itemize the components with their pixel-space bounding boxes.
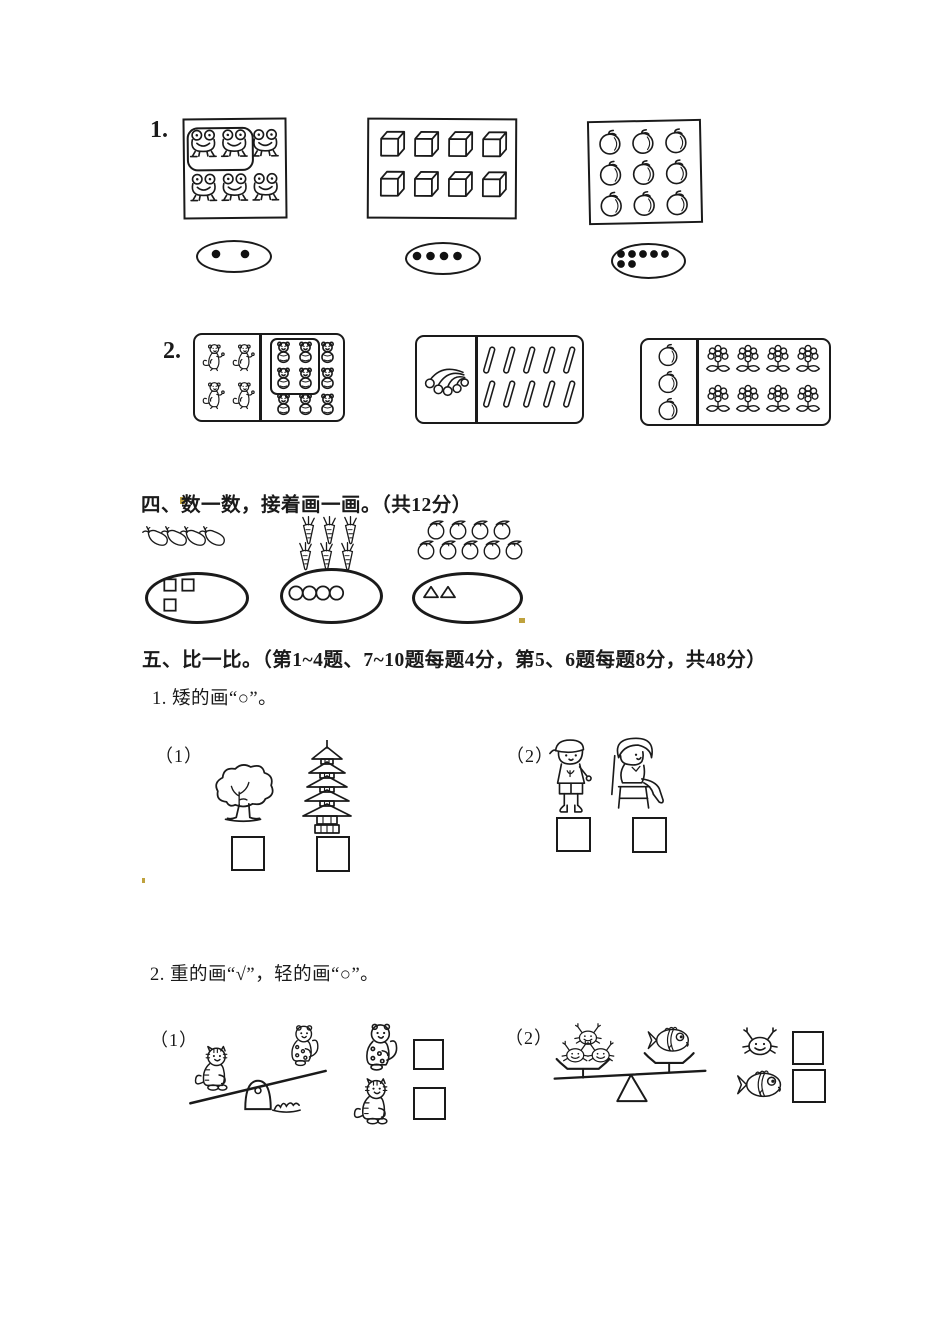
peach-grid — [417, 520, 523, 560]
scan-artifact-mark — [519, 618, 525, 623]
carrot-grid — [299, 515, 357, 571]
pagoda-icon — [302, 740, 352, 834]
balance-scale-scene — [553, 1023, 707, 1103]
q2-pair2-label: （2） — [505, 1028, 553, 1048]
item1-number: 1. — [150, 117, 168, 143]
answer-box-leopard[interactable] — [413, 1039, 444, 1070]
tiger-answer-drawing — [353, 1078, 388, 1125]
q1-pair1-label: （1） — [155, 746, 203, 766]
fish-icon — [647, 1026, 690, 1052]
answer-box-crab[interactable] — [792, 1031, 824, 1065]
q2-text: 2. 重的画“√”，轻的画“○”。 — [150, 965, 380, 985]
triangle-grid — [423, 585, 456, 599]
answer-box-tree[interactable] — [231, 836, 265, 871]
tiger-icon — [353, 1078, 388, 1125]
eggplant-grid — [142, 525, 226, 547]
draw-oval-squares[interactable] — [145, 572, 249, 624]
apple-card — [586, 118, 704, 226]
tiger-icon — [194, 1045, 228, 1091]
card-divider — [475, 337, 478, 422]
answer-box-tiger[interactable] — [413, 1087, 446, 1120]
dot-grid-1 — [211, 249, 250, 259]
crab-answer-drawing — [742, 1027, 778, 1056]
crab-icon — [586, 1040, 615, 1063]
scan-artifact-mark — [142, 878, 145, 883]
card-divider — [259, 335, 262, 420]
dot-grid-3 — [617, 250, 669, 268]
answer-box-pagoda[interactable] — [316, 836, 350, 872]
pagoda-drawing — [302, 740, 352, 834]
leopard-icon — [366, 1023, 398, 1071]
seesaw-scene — [189, 1025, 327, 1113]
scan-artifact-mark — [180, 497, 185, 504]
apple-flower-card — [640, 338, 831, 426]
stick-grid — [482, 345, 577, 409]
cube-card — [366, 117, 518, 220]
section4-heading: 四、数一数，接着画一画。（共12分） — [141, 495, 472, 516]
section5-heading: 五、比一比。（第1~4题、7~10题每题4分，第5、6题每题8分，共48分） — [142, 650, 767, 671]
frog-card — [182, 117, 288, 220]
dot-grid-2 — [412, 251, 462, 261]
standing-boy-drawing — [549, 739, 592, 813]
crab-icon — [561, 1040, 589, 1063]
q2-pair1-label: （1） — [150, 1030, 198, 1050]
draw-oval-circles[interactable] — [280, 568, 383, 624]
answer-box-boy[interactable] — [556, 817, 591, 852]
dot-oval-2[interactable] — [405, 242, 481, 275]
frog-highlight-ring — [186, 126, 255, 172]
draw-oval-triangles[interactable] — [412, 572, 523, 624]
tree-icon — [215, 764, 274, 823]
leopard-answer-drawing — [366, 1023, 398, 1071]
crab-icon — [742, 1027, 778, 1056]
square-grid — [163, 578, 195, 612]
answer-box-girl[interactable] — [632, 817, 667, 853]
balloon-stick-card — [415, 335, 584, 424]
tree-drawing — [215, 764, 274, 823]
balance-pivot-triangle — [616, 1073, 648, 1103]
monkey-grid — [202, 343, 255, 410]
item2-number: 2. — [163, 338, 181, 364]
boy-icon — [549, 739, 592, 813]
dot-oval-1[interactable] — [196, 240, 272, 273]
fish-icon — [737, 1070, 782, 1098]
flower-grid — [706, 344, 820, 412]
balloon-bunch — [424, 368, 470, 397]
sitting-girl-drawing — [611, 737, 664, 809]
monkey-bear-card — [193, 333, 345, 422]
apple-column-grid — [658, 343, 678, 421]
q1-text: 1. 矮的画“○”。 — [152, 689, 278, 709]
bear-highlight-ring — [270, 338, 320, 395]
seesaw-pivot — [244, 1079, 272, 1111]
q1-pair2-label: （2） — [506, 746, 554, 766]
apple-grid — [598, 128, 689, 217]
cube-grid — [379, 130, 508, 198]
girl-icon — [611, 737, 664, 809]
leopard-icon — [291, 1025, 319, 1067]
circle-grid — [288, 585, 345, 601]
dot-oval-3[interactable] — [611, 243, 686, 279]
fish-answer-drawing — [737, 1070, 782, 1098]
grass — [271, 1102, 301, 1113]
right-pan — [643, 1052, 695, 1065]
crab-icon — [574, 1023, 602, 1045]
card-divider — [696, 340, 699, 424]
answer-box-fish[interactable] — [792, 1069, 826, 1103]
